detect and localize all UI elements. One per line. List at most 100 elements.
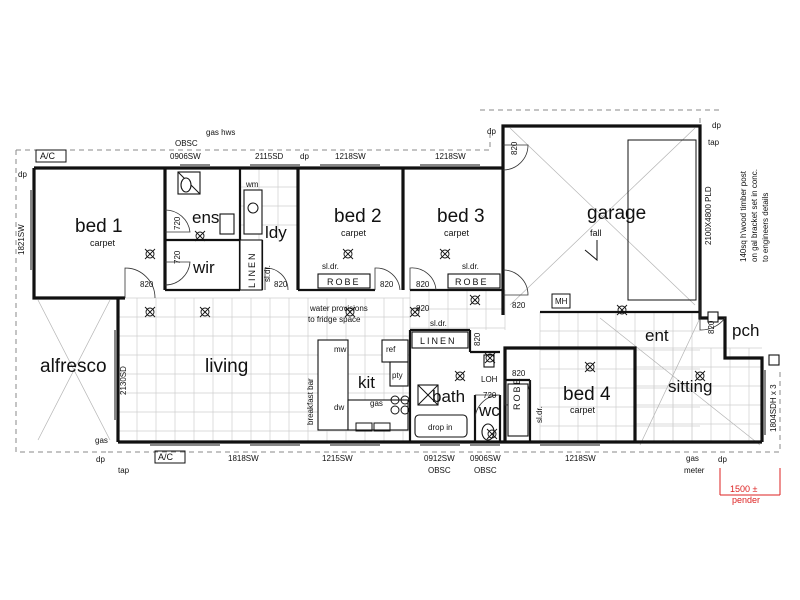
- setback-dimension-label: 1500 ±: [730, 484, 758, 494]
- top-window-1: 0906SW: [170, 152, 201, 161]
- laundry-tub: [243, 189, 263, 235]
- linen-ldy: [239, 239, 263, 291]
- living-label: living: [205, 356, 248, 377]
- dw-label: dw: [334, 403, 344, 412]
- bed2-floor: carpet: [341, 228, 367, 238]
- tap-garage: tap: [708, 138, 720, 147]
- gas-meter-label: gas: [686, 454, 699, 463]
- ldy-label: ldy: [265, 223, 287, 242]
- garage-hatch: [509, 127, 696, 306]
- top-dp-label: dp: [300, 152, 309, 161]
- door-wir: 720: [173, 250, 182, 264]
- bed2-label: bed 2: [334, 206, 382, 227]
- pch-label: pch: [732, 321, 759, 340]
- bed3-label: bed 3: [437, 206, 485, 227]
- dp-garage: dp: [487, 127, 496, 136]
- light-fittings: [144, 230, 706, 440]
- door-garage: 820: [512, 301, 526, 310]
- top-obsc-label: OBSC: [175, 139, 198, 148]
- dp-top-left: dp: [18, 170, 27, 179]
- top-window-3: 1218SW: [335, 152, 366, 161]
- wc-label: wc: [478, 401, 500, 420]
- setback-note: pender: [732, 495, 760, 505]
- door-hall: 820: [416, 304, 430, 313]
- mw-label: mw: [334, 345, 347, 354]
- garage-fall: fall: [590, 228, 602, 238]
- bottom-obsc-2: OBSC: [474, 466, 497, 475]
- door-wc: 720: [483, 391, 497, 400]
- robe-bed2: [317, 273, 371, 289]
- garage-label: garage: [587, 203, 646, 224]
- door-bed1: 820: [140, 280, 154, 289]
- top-window-4: 1218SW: [435, 152, 466, 161]
- post-note-1: 140sq h'wood timber post: [739, 170, 748, 262]
- porch-post: [707, 311, 780, 366]
- door-garage-top: 820: [510, 141, 519, 155]
- ens-label: ens: [192, 208, 219, 227]
- kit-label: kit: [358, 373, 375, 392]
- post-note-2: on gal bracket set in conc.: [750, 169, 759, 262]
- sldr-bed3: sl.dr.: [462, 262, 479, 271]
- robe-bed2-label: ROBE: [327, 277, 361, 287]
- alfresco-hatch: [37, 299, 111, 441]
- bath-label: bath: [432, 387, 465, 406]
- door-ent: 820: [707, 320, 716, 334]
- bed4-label: bed 4: [563, 384, 611, 405]
- door-ldy: 820: [274, 280, 288, 289]
- bed3-floor: carpet: [444, 228, 470, 238]
- water-note-line-1: water provisions: [309, 304, 368, 313]
- sldr-bed4: sl.dr.: [535, 406, 544, 423]
- bath-tub: [414, 384, 468, 438]
- robe-bed4: [507, 383, 529, 437]
- top-window-2: 2115SD: [255, 152, 284, 161]
- ensuite-basin: [219, 213, 235, 235]
- ensuite-toilet: [180, 177, 192, 193]
- alfresco-label: alfresco: [40, 356, 107, 377]
- door-bed3: 820: [416, 280, 430, 289]
- bottom-window-1: 1818SW: [228, 454, 259, 463]
- setback-dimension: [719, 468, 781, 496]
- robe-bed3: [447, 273, 501, 289]
- door-bath: 820: [473, 332, 482, 346]
- wm-label: wm: [245, 180, 259, 189]
- exterior-walls: [32, 124, 764, 444]
- robe-bed4-label: ROBE: [512, 376, 522, 410]
- door-swings: [124, 144, 726, 421]
- door-ens: 720: [173, 216, 182, 230]
- robe-bed3-label: ROBE: [455, 277, 489, 287]
- bottom-window-3: 0912SW: [424, 454, 455, 463]
- wir-label: wir: [192, 258, 215, 277]
- bottom-ac-label: A/C: [158, 452, 174, 462]
- loh-label: LOH: [481, 375, 498, 384]
- sitting-label: sitting: [668, 377, 712, 396]
- garage-door-label: 2100X4800 PLD: [704, 186, 713, 245]
- dp-garage-right: dp: [712, 121, 721, 130]
- bed4-floor: carpet: [570, 405, 596, 415]
- ent-hatch: [599, 317, 761, 446]
- dp-bottom-left: dp: [96, 455, 105, 464]
- linen-ldy-label: LINEN: [247, 251, 257, 288]
- dp-bottom-right: dp: [718, 455, 727, 464]
- breakfast-bar-label: breakfast bar: [306, 378, 315, 425]
- window-marks: [30, 164, 766, 446]
- tap-bottom-left: tap: [118, 466, 130, 475]
- gas-hws-label: gas hws: [206, 128, 235, 137]
- linen-hall-label: LINEN: [420, 336, 457, 346]
- sldr-bed2: sl.dr.: [322, 262, 339, 271]
- bottom-window-4: 0906SW: [470, 454, 501, 463]
- bottom-window-5: 1218SW: [565, 454, 596, 463]
- garage-slab-mark: [551, 139, 697, 309]
- bottom-obsc-1: OBSC: [428, 466, 451, 475]
- top-ac-label: A/C: [40, 151, 56, 161]
- alfresco-door-label: 2130SD: [119, 366, 128, 395]
- drop-in-label: drop in: [428, 423, 452, 432]
- ent-label: ent: [645, 326, 669, 345]
- kitchen-bench: [317, 339, 410, 432]
- ref-label: ref: [386, 345, 396, 354]
- sldr-ldy: sl.dr.: [263, 265, 272, 282]
- mh-label: MH: [555, 297, 568, 306]
- bed1-label: bed 1: [75, 216, 123, 237]
- sldr-hall: sl.dr.: [430, 319, 447, 328]
- bed1-floor: carpet: [90, 238, 116, 248]
